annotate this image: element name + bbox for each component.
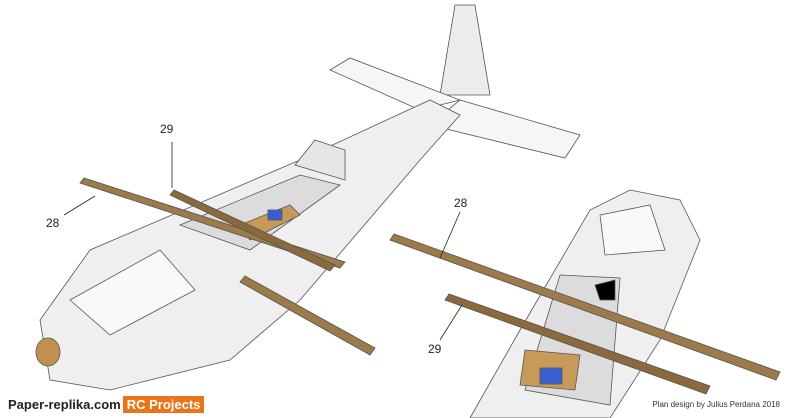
left-cockpit-canopy [294, 139, 346, 181]
design-credit: Plan design by Julius Perdana 2018 [652, 400, 780, 409]
part-label-28: 28 [454, 196, 468, 210]
brand-logo: Paper-replika.com RC Projects [8, 396, 205, 413]
right-spar-28 [389, 233, 781, 381]
part-label-29: 29 [428, 342, 442, 356]
left-servo [267, 209, 283, 221]
part-label-28: 28 [46, 216, 60, 230]
right-hatch [599, 204, 666, 256]
right-cockpit-black [594, 279, 616, 301]
horizontal-stabilizer-left [329, 57, 462, 111]
vertical-stabilizer [439, 4, 491, 96]
left-hatch [69, 249, 196, 336]
left-spar-29 [169, 189, 336, 272]
part-label-29: 29 [160, 122, 174, 136]
left-spar-28-lower [239, 275, 376, 356]
leader-lines [63, 142, 463, 341]
left-nose [35, 337, 61, 367]
site-name: Paper-replika.com [8, 397, 121, 412]
project-badge: RC Projects [122, 396, 205, 413]
horizontal-stabilizer-right [429, 99, 581, 159]
right-spar-29 [444, 293, 711, 395]
left-cockpit-opening [178, 174, 341, 251]
right-servo [539, 367, 563, 385]
